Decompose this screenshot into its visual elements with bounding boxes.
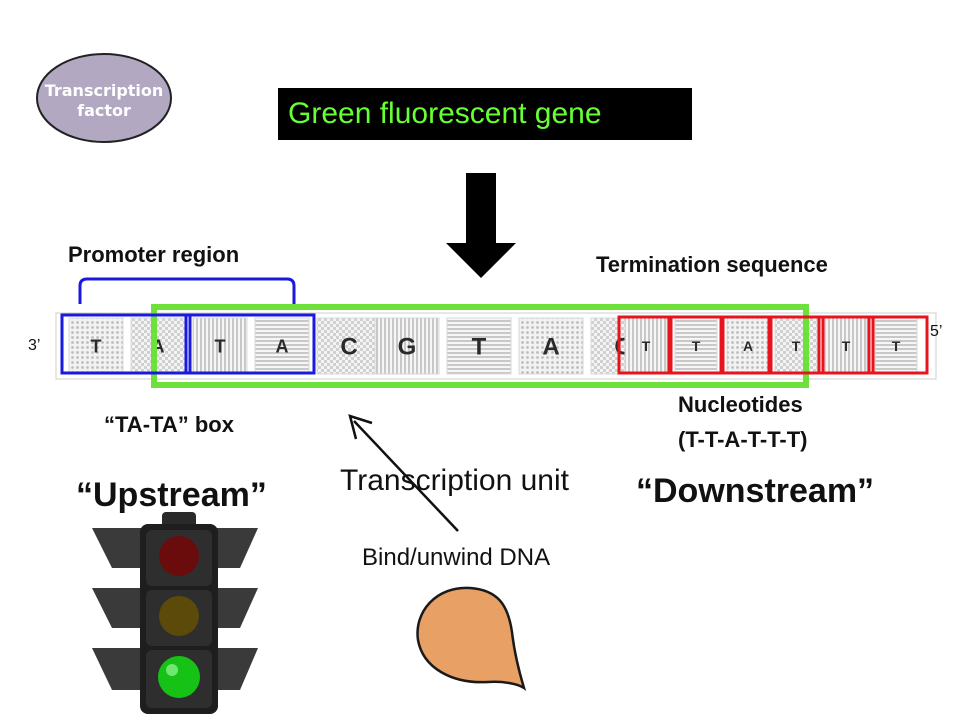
gene-base: G bbox=[398, 334, 417, 361]
termination-box-outline bbox=[719, 315, 773, 375]
termination-box-outline bbox=[767, 315, 825, 375]
traffic-light-icon bbox=[92, 512, 258, 714]
termination-box-outline bbox=[867, 315, 929, 375]
bind-unwind-label: Bind/unwind DNA bbox=[362, 544, 550, 571]
transcription-factor-line2: factor bbox=[77, 101, 131, 120]
promoter-base-bg bbox=[254, 317, 310, 375]
gene-label: Green fluorescent gene bbox=[288, 97, 602, 130]
nucleotides-label-line2: (T-T-A-T-T-T) bbox=[678, 427, 808, 452]
gene-base-bg bbox=[518, 317, 584, 375]
down-arrow-icon bbox=[446, 173, 516, 278]
tata-box-outline-1 bbox=[60, 313, 192, 375]
promoter-base-bg bbox=[130, 317, 186, 375]
termination-base-bg bbox=[726, 317, 770, 375]
termination-sequence-label: Termination sequence bbox=[596, 252, 828, 277]
tata-box-outline-2 bbox=[184, 313, 316, 375]
transcription-factor: Transcription factor bbox=[34, 48, 174, 148]
yellow-light bbox=[159, 596, 199, 636]
upstream-label: “Upstream” bbox=[76, 476, 267, 514]
red-light bbox=[159, 536, 199, 576]
termination-base: T bbox=[792, 338, 801, 354]
termination-base: A bbox=[743, 338, 753, 354]
gene-base: T bbox=[472, 334, 487, 361]
promoter-bracket bbox=[78, 277, 296, 304]
green-light bbox=[158, 656, 200, 698]
three-prime-label: 3’ bbox=[28, 337, 40, 354]
transcription-factor-ellipse bbox=[36, 53, 172, 143]
termination-base: T bbox=[692, 338, 701, 354]
termination-box-outline bbox=[667, 315, 725, 375]
nucleotides-label-line1: Nucleotides bbox=[678, 392, 803, 417]
promoter-region-label: Promoter region bbox=[68, 242, 239, 267]
transcription-unit-outline bbox=[151, 304, 809, 388]
gene-label-box bbox=[278, 88, 692, 140]
gene-base-bg bbox=[316, 317, 382, 375]
termination-base: T bbox=[892, 338, 901, 354]
promoter-base: T bbox=[91, 336, 102, 356]
termination-box-outline bbox=[817, 315, 875, 375]
transcription-factor-line1: Transcription bbox=[44, 81, 164, 100]
gene-base-bg bbox=[374, 317, 440, 375]
promoter-base-bg bbox=[68, 317, 124, 375]
termination-base-bg bbox=[624, 317, 668, 375]
gene-base: A bbox=[542, 334, 559, 361]
bind-arrow-icon bbox=[348, 414, 459, 532]
termination-base-bg bbox=[774, 317, 818, 375]
termination-base-bg bbox=[874, 317, 918, 375]
termination-outlines bbox=[617, 315, 929, 375]
transcription-factor-label: Transcription factor bbox=[34, 81, 174, 121]
gene-base-bg bbox=[446, 317, 512, 375]
termination-base-bg bbox=[824, 317, 868, 375]
five-prime-label: 5’ bbox=[930, 323, 942, 340]
termination-box-outline bbox=[617, 315, 673, 375]
termination-base: T bbox=[842, 338, 851, 354]
downstream-label: “Downstream” bbox=[636, 472, 874, 510]
promoter-base-bg bbox=[192, 317, 248, 375]
tata-box-label: “TA-TA” box bbox=[104, 412, 235, 437]
rna-polymerase-shape bbox=[416, 586, 527, 691]
promoter-base: A bbox=[276, 336, 289, 356]
gene-base: C bbox=[340, 334, 357, 361]
transcription-unit-label: Transcription unit bbox=[340, 464, 570, 497]
promoter-base: T bbox=[215, 336, 226, 356]
termination-base: T bbox=[642, 338, 651, 354]
